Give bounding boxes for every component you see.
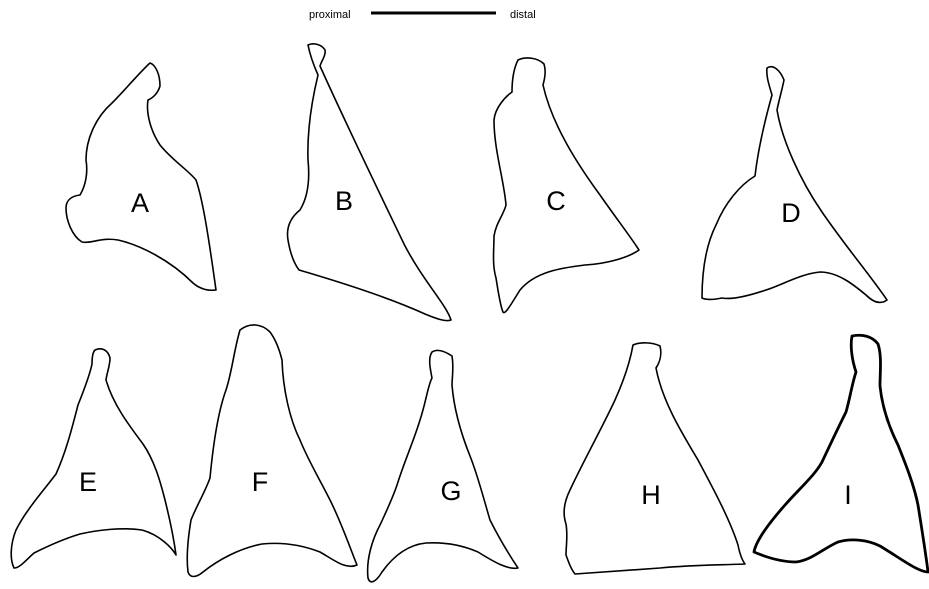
specimen-e-label: E <box>79 467 97 497</box>
specimen-f-outline <box>187 325 357 577</box>
specimen-c-outline <box>494 58 640 313</box>
scale-label-proximal: proximal <box>309 9 351 21</box>
specimen-a-outline <box>66 63 216 290</box>
specimen-a: A <box>66 63 216 290</box>
specimen-e: E <box>11 349 176 568</box>
specimen-d-label: D <box>781 198 801 228</box>
specimen-b-label: B <box>335 186 353 216</box>
scale-label-distal: distal <box>510 9 536 21</box>
specimen-h-label: H <box>641 480 661 510</box>
specimen-g: G <box>368 350 518 581</box>
specimen-c-label: C <box>546 186 566 216</box>
specimen-i: I <box>754 335 928 572</box>
specimen-a-label: A <box>131 188 149 218</box>
specimen-f: F <box>187 325 357 577</box>
specimen-e-outline <box>11 349 176 568</box>
specimen-h-outline <box>564 343 745 574</box>
specimen-d: D <box>702 67 887 303</box>
specimen-i-outline <box>754 335 928 572</box>
specimen-d-outline <box>702 67 887 303</box>
specimen-b-outline <box>288 44 452 321</box>
scale-bar: proximal distal <box>309 9 536 21</box>
specimen-c: C <box>494 58 640 313</box>
specimen-g-label: G <box>440 476 461 506</box>
specimen-b: B <box>288 44 452 321</box>
specimen-i-label: I <box>844 480 852 510</box>
specimen-g-outline <box>368 350 518 581</box>
specimen-h: H <box>564 343 745 574</box>
specimen-f-label: F <box>252 467 269 497</box>
